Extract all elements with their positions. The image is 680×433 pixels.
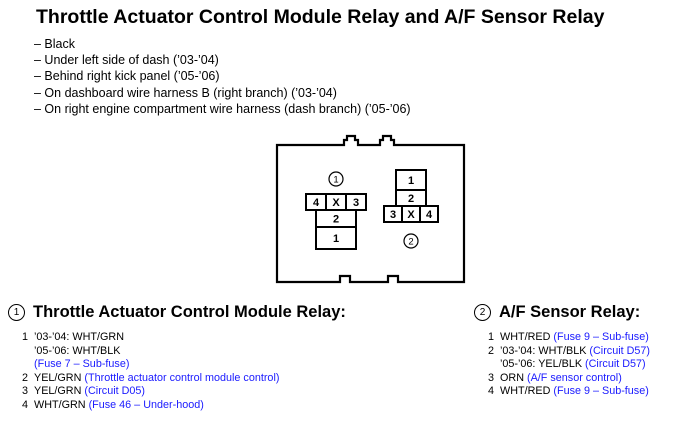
relay2-pin-4: 4 xyxy=(426,209,433,221)
pin-note: (Circuit D57) xyxy=(585,358,646,371)
relay2-diagram-badge-number: 2 xyxy=(408,237,413,248)
list-item: 4 WHT/GRN (Fuse 46 – Under-hood) xyxy=(22,399,279,413)
pin-number: 3 xyxy=(22,385,29,398)
list-item: ’05-’06: YEL/BLK (Circuit D57) xyxy=(488,358,650,372)
pin-number: 2 xyxy=(488,344,495,357)
relay1-pin-4: 4 xyxy=(313,197,320,209)
pin-wire: YEL/GRN xyxy=(34,371,85,384)
list-item: 3 YEL/GRN (Circuit D05) xyxy=(22,385,279,399)
pin-note: (Fuse 9 – Sub-fuse) xyxy=(553,331,649,343)
pin-wire: ’03-’04: WHT/GRN xyxy=(34,331,124,343)
list-item: (Fuse 7 – Sub-fuse) xyxy=(22,358,279,372)
pin-number: 1 xyxy=(488,331,495,343)
relay1-diagram-badge-number: 1 xyxy=(333,175,338,186)
list-item: 2 YEL/GRN (Throttle actuator control modu… xyxy=(22,372,279,386)
relay1-heading-text: Throttle Actuator Control Module Relay: xyxy=(33,303,346,321)
relay1-pin-3: 3 xyxy=(353,197,359,209)
pin-note: (Fuse 7 – Sub-fuse) xyxy=(34,358,130,371)
relay2-heading-text: A/F Sensor Relay: xyxy=(499,303,641,321)
relay2-diagram-badge xyxy=(403,233,419,249)
relay2-heading: 2 A/F Sensor Relay: xyxy=(474,303,640,322)
relay1-heading: 1 Throttle Actuator Control Module Relay… xyxy=(8,303,346,322)
pin-note: (Circuit D05) xyxy=(84,385,145,398)
pin-wire: YEL/GRN xyxy=(34,385,85,398)
relay1-pin-2: 2 xyxy=(333,214,339,226)
relay2-row-cavity xyxy=(383,205,439,223)
pin-number xyxy=(22,345,34,359)
pin-number xyxy=(488,358,500,372)
pin-number: 4 xyxy=(488,385,495,398)
relay2-pin-x: X xyxy=(407,209,415,221)
note-harness-03-04: – On dashboard wire harness B (right bra… xyxy=(34,85,337,100)
pin-note: (Fuse 9 – Sub-fuse) xyxy=(553,385,649,398)
pin-number: 4 xyxy=(22,398,29,411)
pin-wire: WHT/RED xyxy=(500,385,554,398)
list-item: 1 ’03-’04: WHT/GRN xyxy=(22,331,279,345)
pin-wire: ’05-’06: WHT/BLK xyxy=(34,344,121,357)
pin-number: 3 xyxy=(488,371,495,384)
relay2-pin-2: 2 xyxy=(408,193,414,205)
note-harness-05-06: – On right engine compartment wire harne… xyxy=(34,101,411,116)
note-color: – Black xyxy=(34,37,75,51)
list-item: ’05-’06: WHT/BLK xyxy=(22,345,279,359)
pin-wire: ’03-’04: WHT/BLK xyxy=(500,344,590,357)
note-location-03-04: – Under left side of dash (’03-’04) xyxy=(34,53,219,68)
relay1-badge: 1 xyxy=(8,304,25,321)
location-notes: – Black – Under left side of dash (’03-’… xyxy=(34,36,411,117)
pin-wire: ORN xyxy=(500,371,527,384)
note-location-05-06: – Behind right kick panel (’05-’06) xyxy=(34,69,220,84)
pin-number: 2 xyxy=(22,371,29,384)
pin-number xyxy=(22,358,34,372)
list-item: 4 WHT/RED (Fuse 9 – Sub-fuse) xyxy=(488,385,650,399)
list-item: 1 WHT/RED (Fuse 9 – Sub-fuse) xyxy=(488,331,650,345)
relay2-pin-1: 1 xyxy=(408,175,414,187)
relay2-badge: 2 xyxy=(474,304,491,321)
pin-wire: ’05-’06: YEL/BLK xyxy=(500,358,586,371)
pin-wire: WHT/RED xyxy=(500,331,554,343)
pin-number: 1 xyxy=(22,331,29,343)
pin-note: (A/F sensor control) xyxy=(527,371,622,384)
relay1-pin-x: X xyxy=(332,197,340,209)
relay1-diagram-badge xyxy=(328,171,344,187)
relay1-cavity-1 xyxy=(315,226,357,250)
page-title: Throttle Actuator Control Module Relay a… xyxy=(36,6,605,28)
relay1-pin-list: 1 ’03-’04: WHT/GRN ’05-’06: WHT/BLK (Fuse… xyxy=(22,331,279,413)
pin-note: (Fuse 46 – Under-hood) xyxy=(88,398,204,411)
list-item: 3 ORN (A/F sensor control) xyxy=(488,372,650,386)
relay1-pin-1: 1 xyxy=(333,233,339,245)
relay2-pin-3: 3 xyxy=(390,209,396,221)
pin-note: (Throttle actuator control module contro… xyxy=(84,371,280,384)
pin-wire: WHT/GRN xyxy=(34,398,89,411)
connector-housing xyxy=(275,134,466,284)
pin-note: (Circuit D57) xyxy=(589,344,650,357)
list-item: 2 ’03-’04: WHT/BLK (Circuit D57) xyxy=(488,345,650,359)
